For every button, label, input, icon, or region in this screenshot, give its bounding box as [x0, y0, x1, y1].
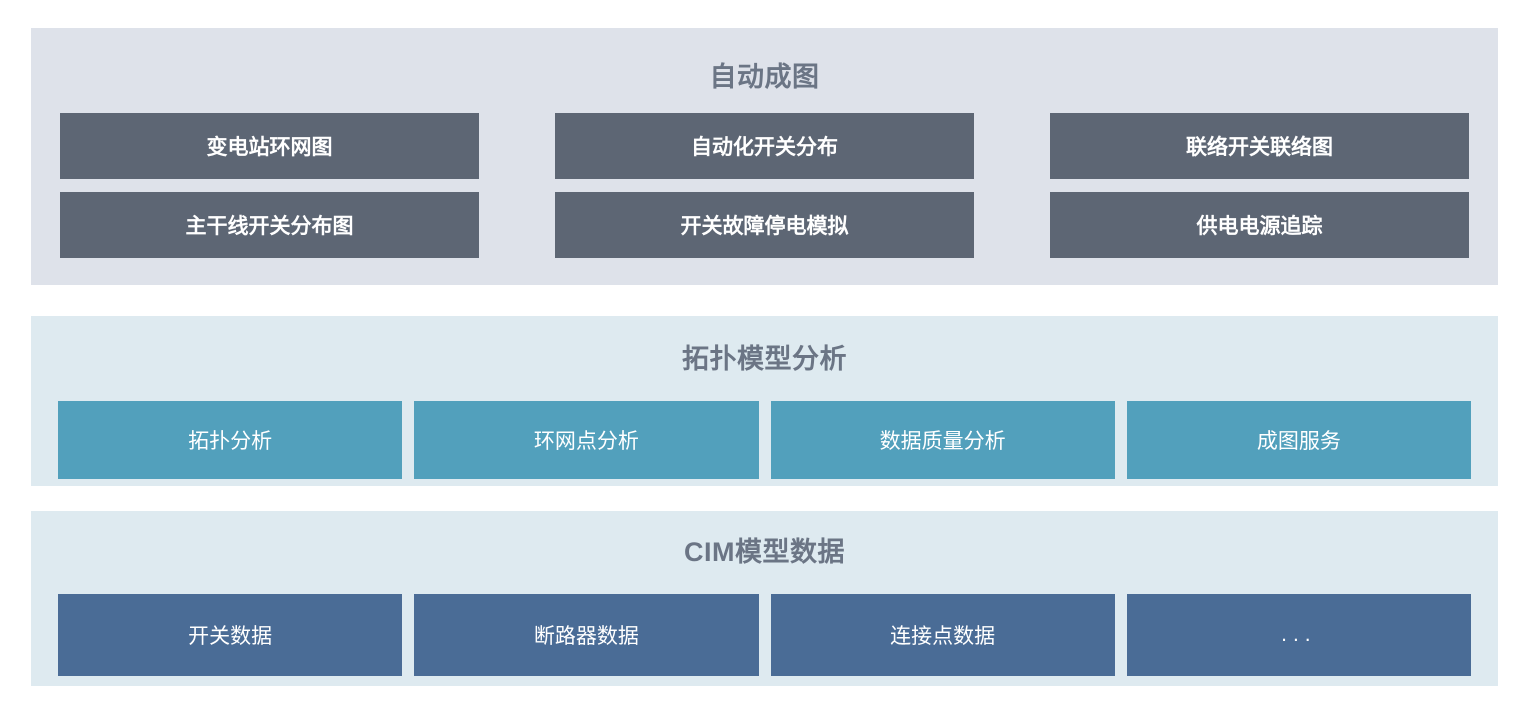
section-title-topology-model-analysis: 拓扑模型分析 [682, 344, 847, 374]
tile-tie-switch-connection-diagram[interactable]: 联络开关联络图 [1050, 113, 1469, 179]
tile-circuit-breaker-data[interactable]: 断路器数据 [414, 594, 759, 676]
section-auto-mapping: 自动成图 变电站环网图 自动化开关分布 联络开关联络图 主干线开关分布图 开关故… [31, 28, 1498, 285]
tile-connectivity-node-data[interactable]: 连接点数据 [770, 594, 1115, 676]
tile-row-auto-mapping-1: 变电站环网图 自动化开关分布 联络开关联络图 [60, 113, 1469, 179]
tile-row-cim: 开关数据 断路器数据 连接点数据 ... [58, 594, 1471, 676]
tile-row-auto-mapping-2: 主干线开关分布图 开关故障停电模拟 供电电源追踪 [60, 192, 1469, 258]
architecture-diagram: 自动成图 变电站环网图 自动化开关分布 联络开关联络图 主干线开关分布图 开关故… [31, 28, 1498, 686]
tile-mapping-service[interactable]: 成图服务 [1126, 401, 1471, 479]
tile-trunk-line-switch-distribution-map[interactable]: 主干线开关分布图 [60, 192, 479, 258]
tile-automation-switch-distribution[interactable]: 自动化开关分布 [555, 113, 974, 179]
tile-substation-ring-network-diagram[interactable]: 变电站环网图 [60, 113, 479, 179]
tile-data-quality-analysis[interactable]: 数据质量分析 [770, 401, 1115, 479]
tile-power-supply-source-tracing[interactable]: 供电电源追踪 [1050, 192, 1469, 258]
tile-switch-data[interactable]: 开关数据 [58, 594, 403, 676]
section-title-cim-model-data: CIM模型数据 [684, 537, 845, 567]
tile-ring-network-point-analysis[interactable]: 环网点分析 [414, 401, 759, 479]
section-title-auto-mapping: 自动成图 [709, 62, 820, 92]
tile-more-data-ellipsis[interactable]: ... [1126, 594, 1471, 676]
section-cim-model-data: CIM模型数据 开关数据 断路器数据 连接点数据 ... [31, 511, 1498, 686]
tile-switch-fault-outage-simulation[interactable]: 开关故障停电模拟 [555, 192, 974, 258]
tile-topology-analysis[interactable]: 拓扑分析 [58, 401, 403, 479]
section-topology-model-analysis: 拓扑模型分析 拓扑分析 环网点分析 数据质量分析 成图服务 [31, 316, 1498, 486]
tile-row-topology: 拓扑分析 环网点分析 数据质量分析 成图服务 [58, 401, 1471, 479]
